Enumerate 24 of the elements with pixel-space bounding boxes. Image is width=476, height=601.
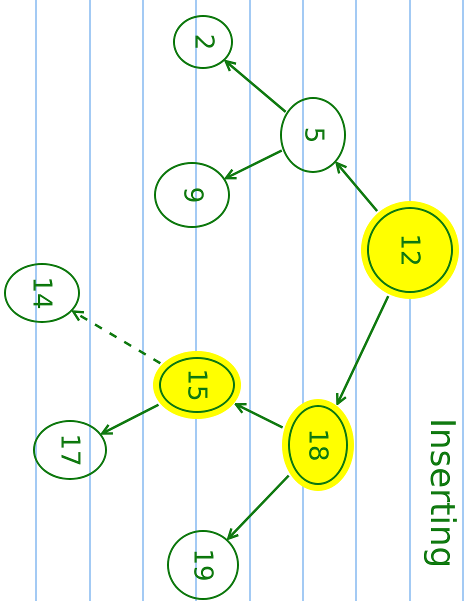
node-value: 19 — [190, 548, 216, 582]
arrow — [227, 474, 290, 540]
arrow — [72, 310, 161, 364]
node-value: 17 — [57, 433, 83, 467]
arrow — [224, 60, 286, 113]
node-circle — [154, 162, 230, 228]
node-circle — [173, 15, 233, 69]
node-value: 14 — [29, 276, 55, 310]
node-circle — [280, 97, 346, 173]
arrow — [336, 296, 390, 405]
node-circle — [167, 530, 239, 600]
arrow — [224, 149, 282, 180]
node-value: 18 — [305, 428, 331, 462]
arrow — [101, 404, 160, 435]
node-value: 9 — [179, 186, 205, 204]
heading-text: Inserting — [422, 418, 462, 568]
node-circle — [4, 263, 80, 323]
node-value: 12 — [397, 233, 423, 267]
node-value: 15 — [184, 368, 210, 402]
arrow — [335, 162, 378, 212]
node-value: 5 — [300, 126, 326, 144]
node-value: 2 — [190, 34, 216, 50]
arrow — [234, 403, 284, 429]
node-circle — [33, 420, 107, 480]
